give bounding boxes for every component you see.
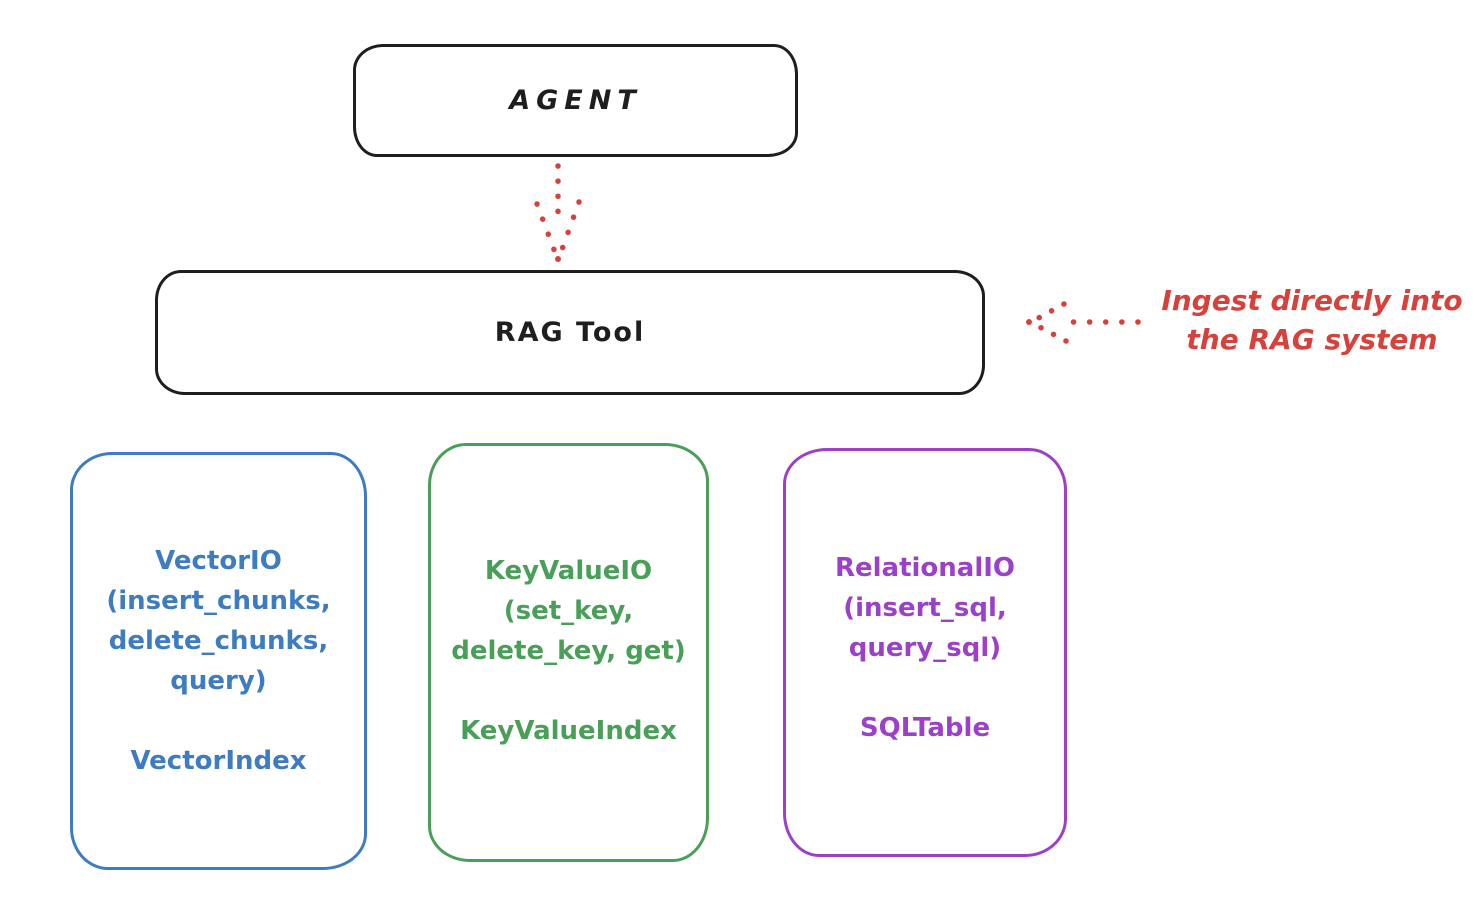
relational-io-label: RelationalIO (insert_sql, query_sql) bbox=[834, 553, 1016, 663]
vector-io-label: VectorIO (insert_chunks, delete_chunks, … bbox=[106, 546, 331, 696]
ingest-annotation-line1: Ingest directly into bbox=[1161, 284, 1463, 317]
agent-box: AGENT bbox=[353, 44, 798, 157]
rag-tool-box: RAG Tool bbox=[155, 270, 985, 395]
key-value-io-box: KeyValueIO (set_key, delete_key, get) Ke… bbox=[428, 443, 709, 862]
ingest-annotation: Ingest directly into the RAG system bbox=[1140, 281, 1484, 359]
agent-to-ragtool-arrow bbox=[534, 163, 582, 262]
agent-label: AGENT bbox=[509, 85, 642, 116]
ingest-annotation-line2: the RAG system bbox=[1186, 323, 1438, 356]
key-value-io-label: KeyValueIO (set_key, delete_key, get) bbox=[451, 556, 686, 666]
rag-tool-label: RAG Tool bbox=[494, 317, 646, 348]
key-value-index-label: KeyValueIndex bbox=[460, 716, 677, 746]
sql-table-label: SQLTable bbox=[859, 713, 991, 743]
vector-index-label: VectorIndex bbox=[130, 746, 307, 776]
vector-io-box: VectorIO (insert_chunks, delete_chunks, … bbox=[70, 452, 367, 870]
ingest-arrow bbox=[1026, 301, 1141, 344]
relational-io-box: RelationalIO (insert_sql, query_sql) SQL… bbox=[783, 448, 1067, 857]
